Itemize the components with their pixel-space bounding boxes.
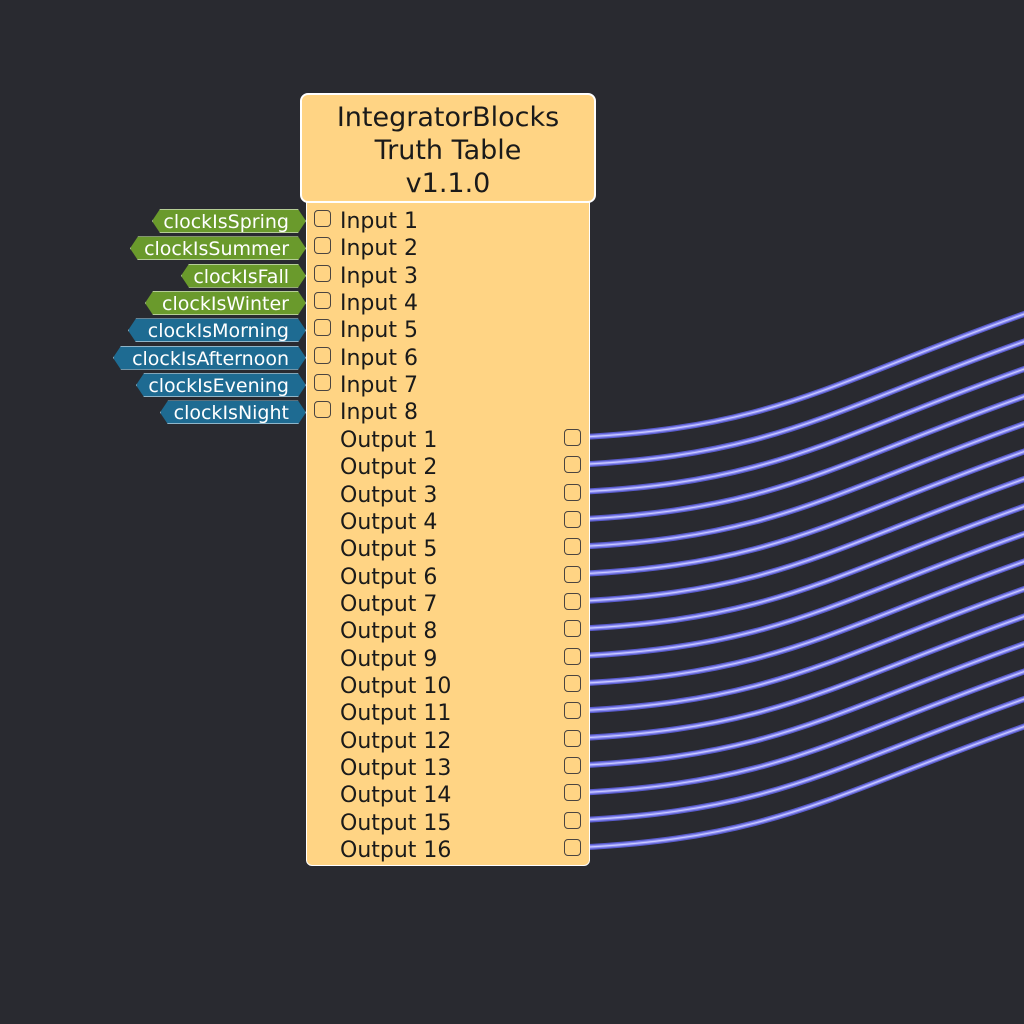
output-port-4[interactable] bbox=[564, 510, 581, 528]
input-port-2[interactable] bbox=[314, 237, 331, 255]
output-wire-6 bbox=[577, 450, 1024, 575]
input-port-4[interactable] bbox=[314, 292, 331, 310]
input-port-7[interactable] bbox=[314, 374, 331, 392]
input-tag-5[interactable]: clockIsMorning bbox=[128, 318, 306, 342]
output-port-6[interactable] bbox=[564, 565, 581, 583]
output-wire-15 bbox=[577, 698, 1024, 821]
output-label-6: Output 6 bbox=[340, 564, 438, 590]
output-wire-2 bbox=[577, 340, 1024, 466]
input-label-3: Input 3 bbox=[340, 263, 418, 289]
output-port-2[interactable] bbox=[564, 456, 581, 474]
output-label-13: Output 13 bbox=[340, 756, 452, 781]
output-port-5[interactable] bbox=[564, 538, 581, 556]
output-port-10[interactable] bbox=[564, 674, 581, 692]
truth-table-node-body[interactable] bbox=[306, 196, 590, 866]
input-label-4: Input 4 bbox=[340, 291, 418, 317]
input-port-1[interactable] bbox=[314, 210, 331, 227]
output-port-16[interactable] bbox=[564, 839, 581, 857]
output-label-8: Output 8 bbox=[340, 619, 438, 645]
input-tag-7[interactable]: clockIsEvening bbox=[136, 373, 306, 397]
output-port-11[interactable] bbox=[564, 702, 581, 720]
output-wire-12 bbox=[577, 615, 1024, 739]
output-label-15: Output 15 bbox=[340, 810, 452, 836]
input-tag-4[interactable]: clockIsWinter bbox=[145, 291, 306, 315]
input-tag-6[interactable]: clockIsAfternoon bbox=[113, 346, 306, 370]
output-wire-13 bbox=[577, 643, 1024, 767]
output-port-13[interactable] bbox=[564, 757, 581, 774]
output-port-1[interactable] bbox=[564, 428, 581, 446]
output-wire-11 bbox=[577, 588, 1024, 712]
input-tag-2[interactable]: clockIsSummer bbox=[130, 236, 306, 260]
output-wire-4 bbox=[577, 395, 1024, 520]
input-label-8: Input 8 bbox=[340, 400, 418, 426]
output-port-8[interactable] bbox=[564, 620, 581, 638]
output-port-12[interactable] bbox=[564, 729, 581, 747]
output-wire-7 bbox=[577, 478, 1024, 602]
input-port-8[interactable] bbox=[314, 401, 331, 419]
output-label-9: Output 9 bbox=[340, 646, 438, 672]
output-port-9[interactable] bbox=[564, 647, 581, 665]
input-label-7: Input 7 bbox=[340, 373, 418, 399]
output-wire-1 bbox=[577, 313, 1024, 438]
input-tag-8[interactable]: clockIsNight bbox=[160, 400, 306, 424]
output-label-2: Output 2 bbox=[340, 455, 438, 481]
output-wire-3 bbox=[577, 368, 1024, 493]
output-label-5: Output 5 bbox=[340, 537, 438, 563]
output-port-3[interactable] bbox=[564, 483, 581, 501]
output-label-10: Output 10 bbox=[340, 673, 452, 699]
output-label-3: Output 3 bbox=[340, 482, 438, 508]
output-wire-8 bbox=[577, 505, 1024, 630]
node-title-line-3: v1.1.0 bbox=[405, 168, 491, 199]
input-tag-1[interactable]: clockIsSpring bbox=[152, 209, 306, 233]
input-label-2: Input 2 bbox=[340, 236, 418, 262]
output-label-4: Output 4 bbox=[340, 509, 438, 535]
input-label-5: Input 5 bbox=[340, 318, 418, 344]
output-wire-14 bbox=[577, 670, 1024, 794]
input-port-3[interactable] bbox=[314, 264, 331, 282]
output-label-12: Output 12 bbox=[340, 728, 452, 754]
output-wire-5 bbox=[577, 423, 1024, 548]
output-wire-10 bbox=[577, 560, 1024, 685]
input-tag-3[interactable]: clockIsFall bbox=[181, 264, 306, 288]
output-label-1: Output 1 bbox=[340, 427, 438, 453]
output-label-7: Output 7 bbox=[340, 591, 438, 617]
output-label-11: Output 11 bbox=[340, 701, 452, 727]
output-port-15[interactable] bbox=[564, 811, 581, 829]
output-wire-9 bbox=[577, 533, 1024, 657]
input-label-1: Input 1 bbox=[340, 209, 418, 234]
input-port-5[interactable] bbox=[314, 319, 331, 337]
node-title[interactable]: IntegratorBlocks Truth Table v1.1.0 bbox=[300, 93, 596, 203]
input-label-6: Input 6 bbox=[340, 345, 418, 371]
output-wire-16 bbox=[577, 725, 1024, 849]
input-port-6[interactable] bbox=[314, 346, 331, 364]
node-title-line-1: IntegratorBlocks bbox=[336, 102, 560, 133]
output-port-14[interactable] bbox=[564, 784, 581, 802]
output-label-14: Output 14 bbox=[340, 783, 452, 809]
node-title-line-2: Truth Table bbox=[374, 135, 522, 166]
output-port-7[interactable] bbox=[564, 592, 581, 610]
output-label-16: Output 16 bbox=[340, 838, 452, 864]
